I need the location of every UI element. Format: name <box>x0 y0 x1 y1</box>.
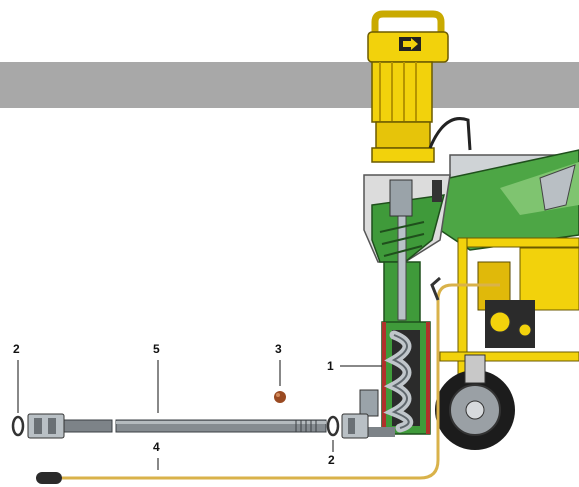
sealing-ring-right <box>326 415 340 437</box>
callout-2-right: 2 <box>328 453 335 467</box>
air-line <box>62 283 500 480</box>
callout-3: 3 <box>275 342 282 356</box>
callout-1: 1 <box>327 359 334 373</box>
callout-4: 4 <box>153 440 160 454</box>
callout-2-left: 2 <box>13 342 20 356</box>
callout-5: 5 <box>153 342 160 356</box>
mortar-hose <box>59 419 327 433</box>
cleaning-ball <box>274 391 286 403</box>
pump-rotor <box>383 330 414 433</box>
hopper <box>363 174 451 325</box>
hose-coupling-right <box>341 413 369 439</box>
arrow-right-icon <box>399 37 421 51</box>
machine-frame <box>435 149 579 450</box>
sealing-ring-left <box>11 415 25 437</box>
hose-coupling-left <box>27 413 65 439</box>
header-band <box>0 62 579 108</box>
leader-lines <box>17 360 382 470</box>
spray-nozzle <box>36 472 62 484</box>
